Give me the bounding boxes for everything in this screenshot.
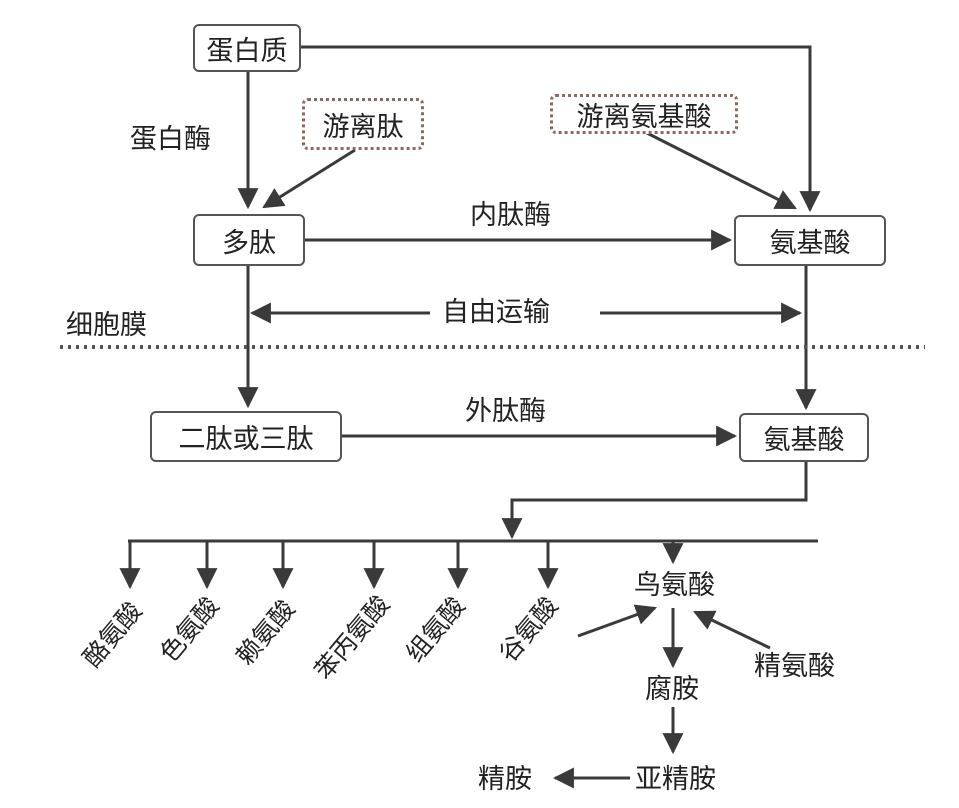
node-amino-acid-bottom: 氨基酸 bbox=[739, 413, 869, 462]
node-ornithine: 鸟氨酸 bbox=[634, 570, 715, 601]
node-amino-acid-top: 氨基酸 bbox=[734, 215, 886, 266]
node-free-amino-acid: 游离氨基酸 bbox=[550, 94, 738, 134]
label-endopeptidase: 内肽酶 bbox=[470, 200, 551, 231]
node-putrescine: 腐胺 bbox=[645, 674, 699, 705]
arrow-protein-to-amino-acid bbox=[300, 45, 821, 213]
node-spermidine: 亚精胺 bbox=[635, 764, 716, 795]
arrow-amino-acid-to-distribution bbox=[501, 462, 808, 540]
arrow-free-amino-acid-to-amino-acid bbox=[644, 130, 797, 210]
node-free-peptide: 游离肽 bbox=[302, 98, 424, 150]
label-protease: 蛋白酶 bbox=[130, 124, 211, 155]
node-di-tri-peptide: 二肽或三肽 bbox=[150, 411, 342, 462]
node-spermine: 精胺 bbox=[478, 764, 532, 795]
label-cell-membrane: 细胞膜 bbox=[66, 310, 147, 341]
node-protein: 蛋白质 bbox=[193, 24, 301, 72]
node-polypeptide: 多肽 bbox=[193, 214, 305, 266]
label-exopeptidase: 外肽酶 bbox=[465, 396, 546, 427]
label-free-transport: 自由运输 bbox=[434, 299, 558, 326]
arrow-free-peptide-to-polypeptide bbox=[262, 148, 356, 209]
node-arginine: 精氨酸 bbox=[754, 651, 835, 682]
arrow-glutamate-to-ornithine bbox=[577, 604, 657, 638]
arrow-arginine-to-ornithine bbox=[693, 610, 771, 650]
